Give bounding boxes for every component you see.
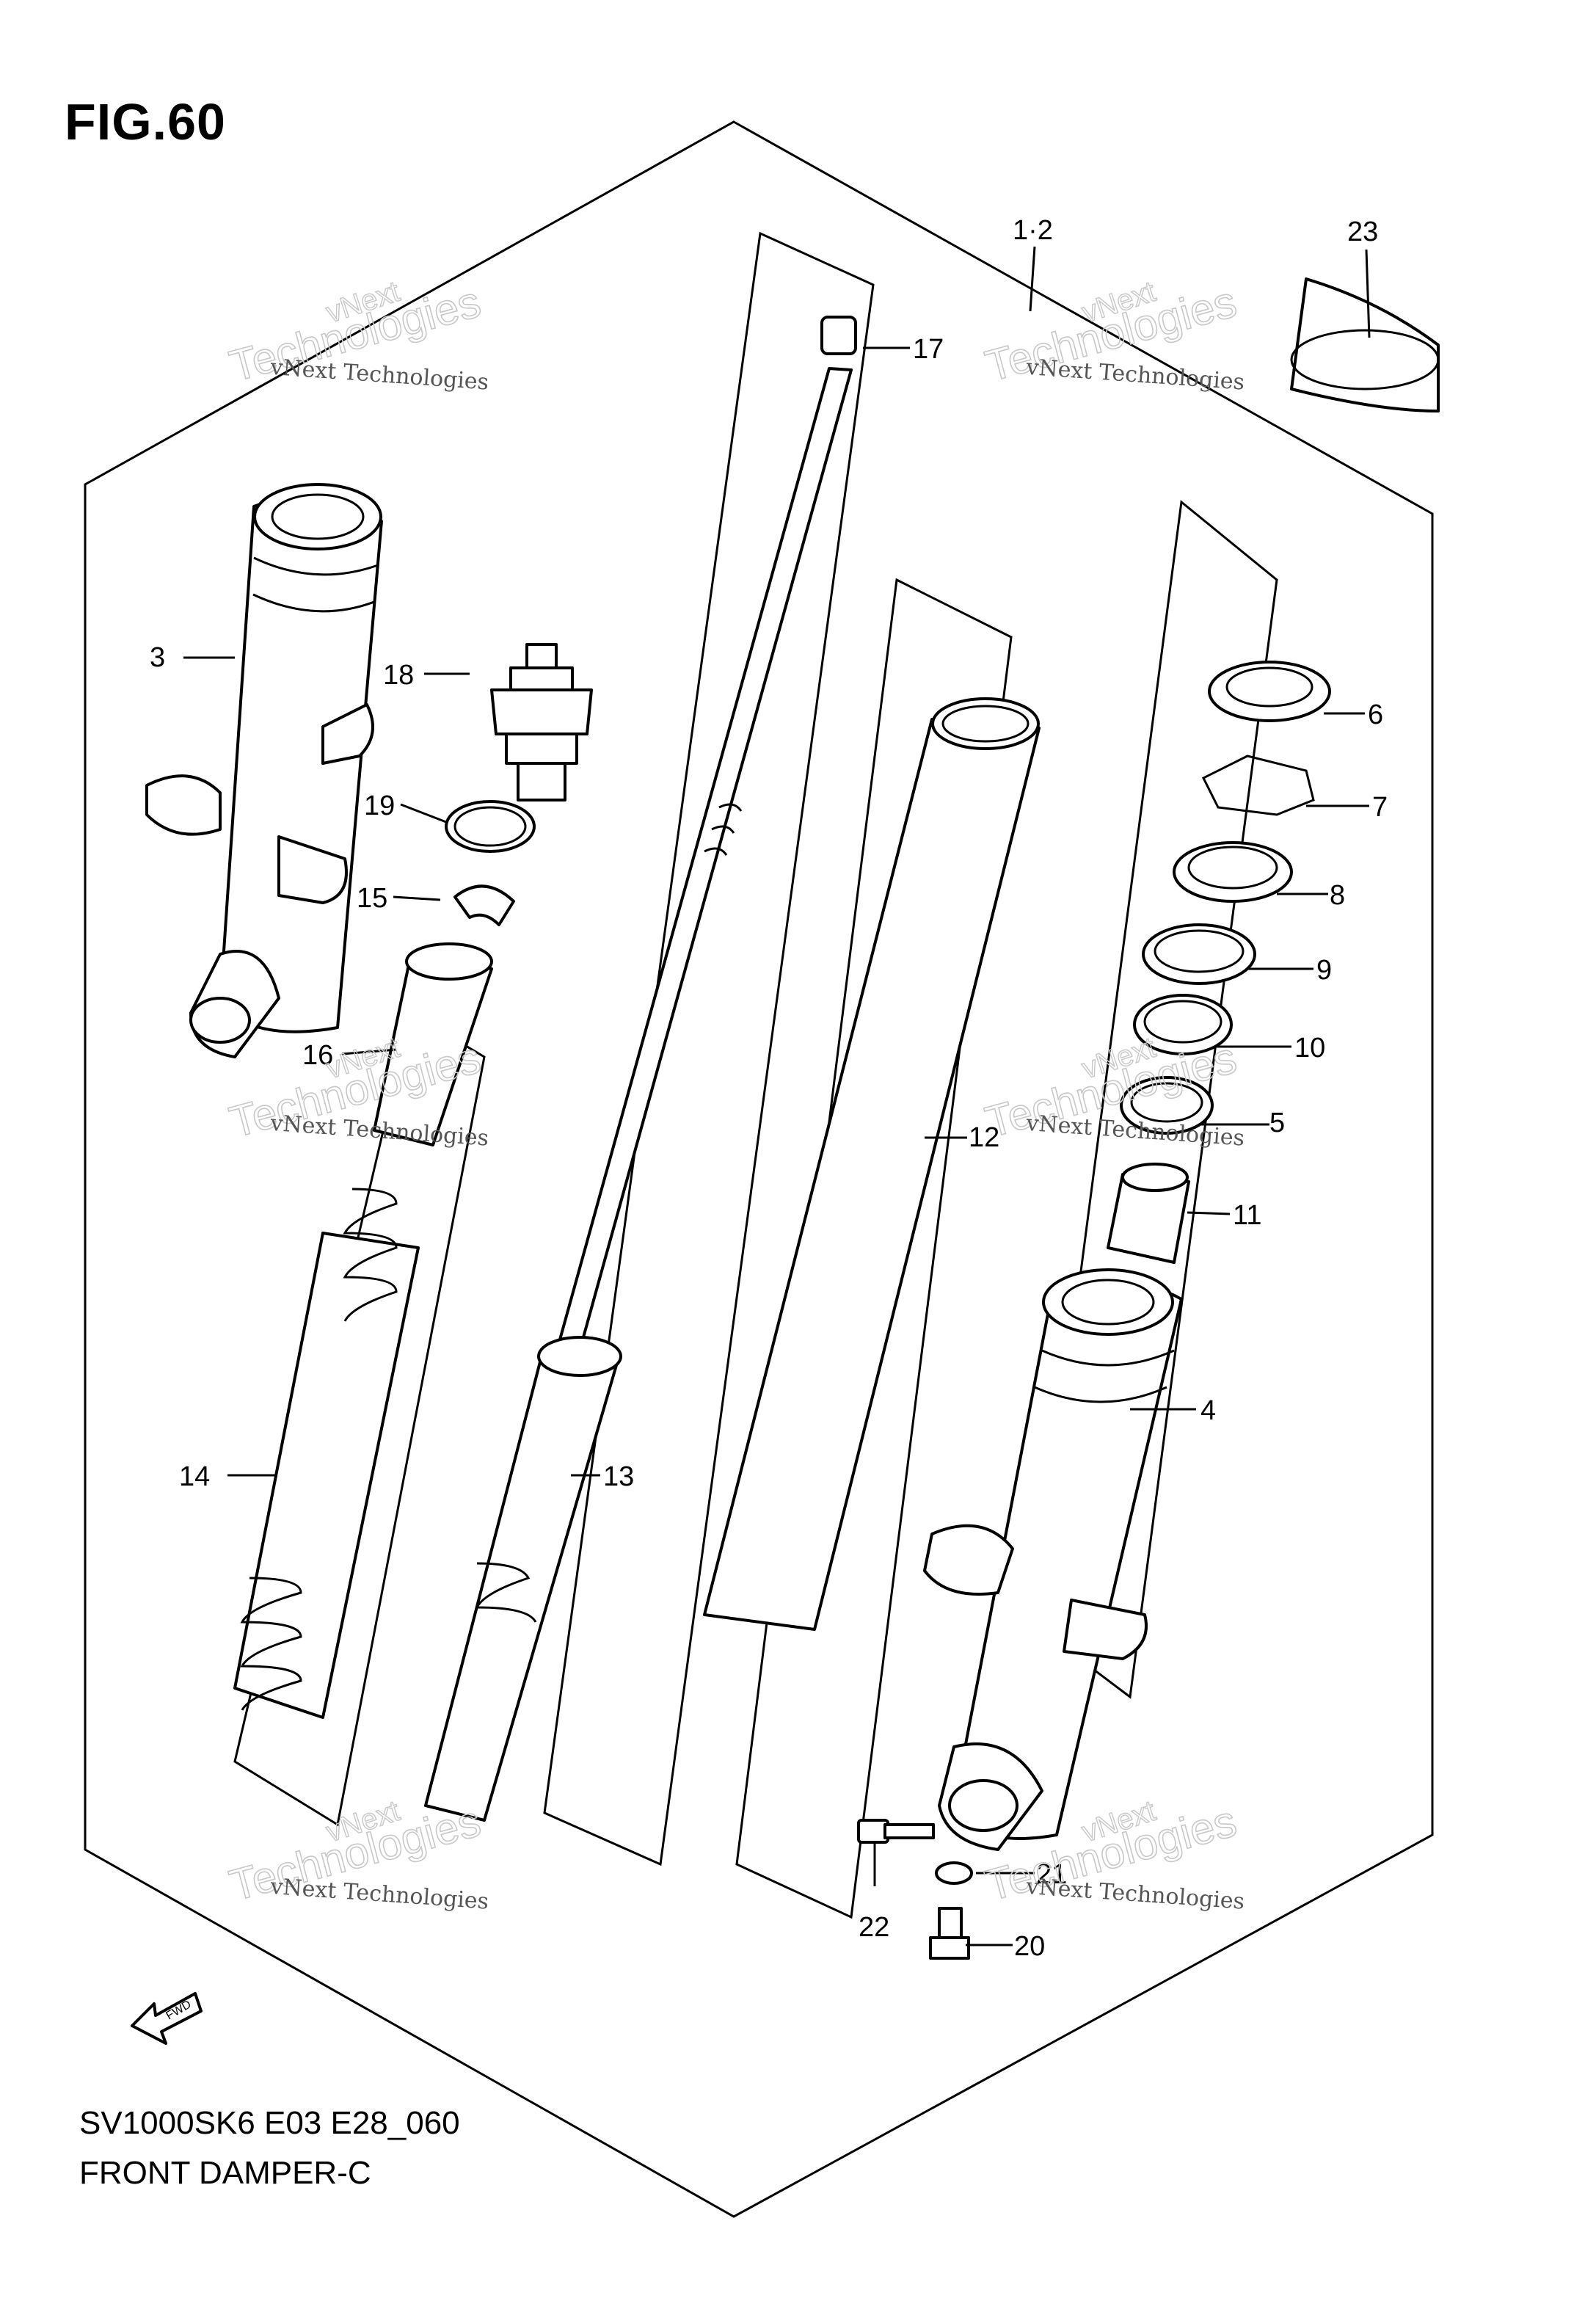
part-o-ring [445,800,536,853]
callout-22: 22 [859,1912,889,1943]
part-outer-tube-right [923,1268,1183,1851]
watermark-text: vNext Technologies [1024,1874,1245,1915]
part-spacer [373,942,493,1146]
watermark-text: vNext Technologies [1024,355,1245,396]
figure-name: FRONT DAMPER-C [79,2155,371,2191]
callout-18: 18 [383,660,414,691]
part-damper-rod [424,367,853,1822]
part-oil-seal [1173,841,1293,903]
part-drain-bolt-20 [929,1907,970,1960]
part-guard-band [1290,277,1440,412]
part-clip [1201,755,1315,816]
callout-19: 19 [364,790,395,821]
callout-11: 11 [1233,1200,1261,1231]
part-seal-spacer [1142,923,1256,985]
part-outer-tube-left [145,483,383,1058]
callout-23: 23 [1347,217,1378,247]
callout-6: 6 [1368,699,1383,730]
callout-20: 20 [1014,1931,1045,1962]
part-bolt-22 [857,1819,935,1844]
part-washer-21 [935,1861,973,1885]
leader-lines [183,246,1371,1946]
callout-17: 17 [913,334,944,365]
watermark-text: vNext Technologies [269,355,489,396]
part-slide-bush-outer [1133,994,1233,1055]
part-cap-bolt [490,643,593,801]
model-code: SV1000SK6 E03 E28_060 [79,2105,460,2141]
outer-frame [84,120,1434,2218]
callout-12: 12 [969,1122,999,1153]
part-dust-seal [1208,661,1331,722]
callout-3: 3 [150,642,165,673]
part-inner-tube [703,697,1041,1631]
panel-seals [1033,500,1278,1699]
panel-damper-rod [543,231,875,1866]
callout-5: 5 [1269,1108,1285,1138]
callout-4: 4 [1200,1395,1216,1426]
part-stopper-ring [453,884,515,926]
part-slide-bush-inner [1120,1076,1214,1135]
callout-9: 9 [1316,955,1332,986]
part-lock-nut [820,316,857,355]
forward-arrow-icon: FWD [131,1992,203,2045]
callout-7: 7 [1372,792,1388,823]
callout-13: 13 [603,1461,634,1492]
callout-16: 16 [302,1040,333,1071]
callout-10: 10 [1294,1033,1325,1064]
callout-21: 21 [1036,1859,1067,1890]
part-fork-spring [233,1188,420,1719]
part-oil-lock-piece [1107,1163,1190,1264]
callout-1-2: 1·2 [1013,215,1053,246]
callout-14: 14 [179,1461,210,1492]
figure-title: FIG.60 [65,93,226,150]
watermark-text: vNext Technologies [269,1874,489,1915]
callout-labels: 1·2 3 4 5 6 7 8 9 10 11 12 13 14 15 16 17 18 19 20 21 22 23 [150,215,1388,1962]
callout-15: 15 [357,883,387,914]
callout-8: 8 [1330,880,1345,911]
